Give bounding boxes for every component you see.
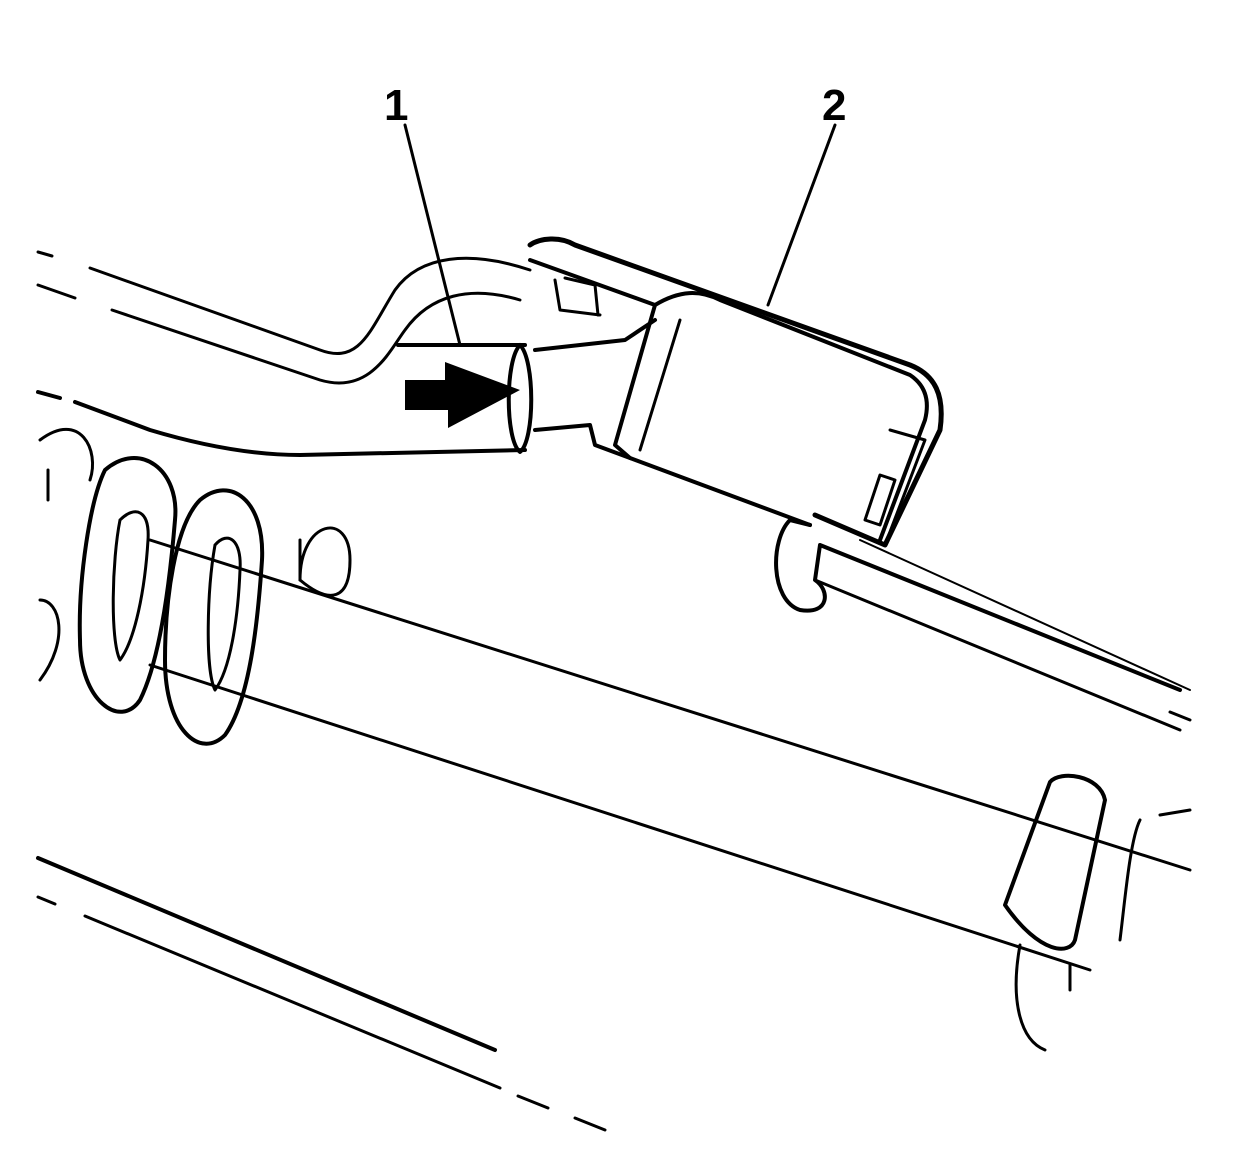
harness-hose: [36, 250, 532, 457]
callout-label-2: 2: [822, 81, 847, 130]
module-housing: [527, 236, 944, 548]
connector-ferrule: [506, 276, 657, 460]
callout-label-1: 1: [384, 81, 409, 130]
crossbar-tube: [148, 538, 1192, 972]
lower-rail: [36, 856, 607, 1132]
arrow-right-icon: [405, 362, 520, 428]
leader-lines: [403, 123, 837, 347]
mounting-clip: [774, 518, 1192, 732]
tube-end-bracket: [1003, 773, 1192, 1052]
coil-spring: [38, 427, 352, 746]
